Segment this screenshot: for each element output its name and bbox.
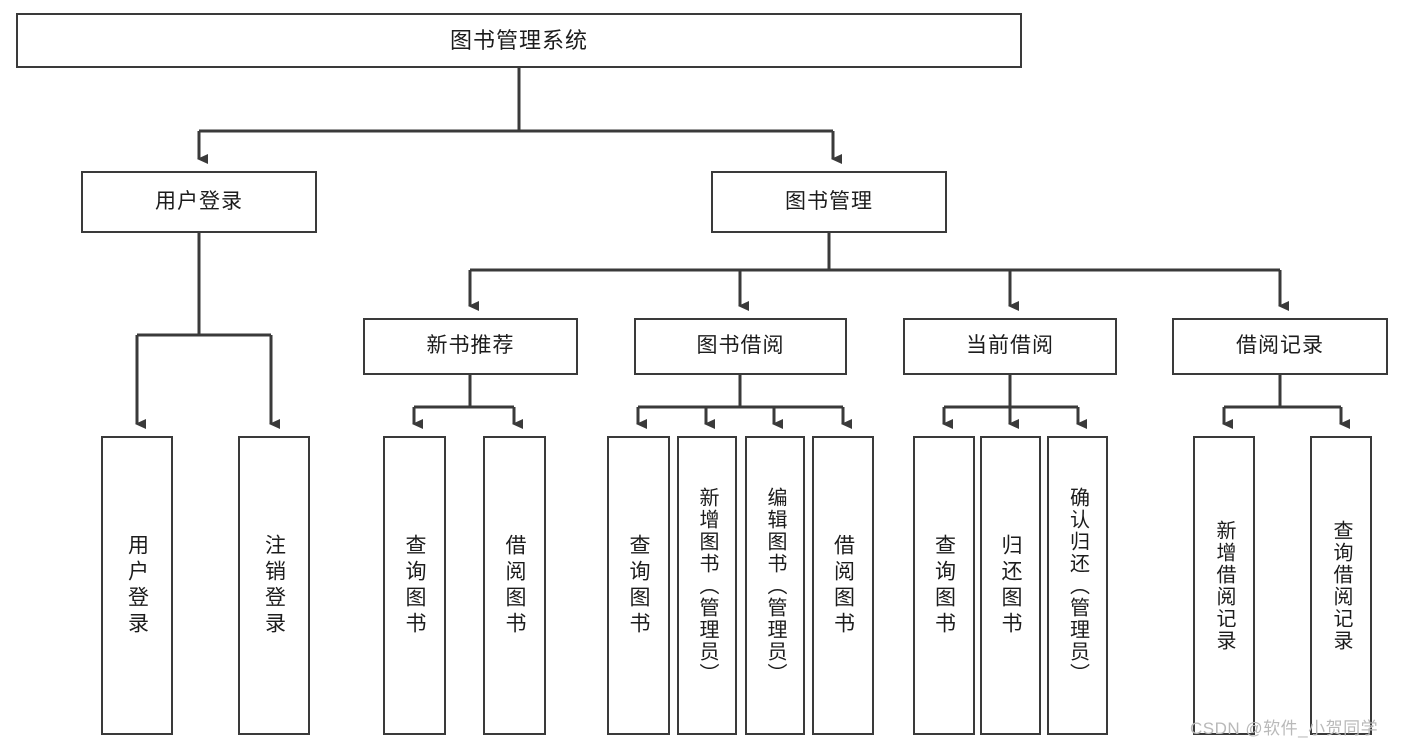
leaf-user-login[interactable]: 用户登录 xyxy=(101,436,173,735)
node-label: 借阅图书 xyxy=(503,533,526,638)
leaf-add-borrow-record[interactable]: 新增借阅记录 xyxy=(1193,436,1255,735)
leaf-query-borrow-record[interactable]: 查询借阅记录 xyxy=(1310,436,1372,735)
node-label: 用户登录 xyxy=(155,189,243,213)
node-label: 注销登录 xyxy=(262,533,286,638)
leaf-return-book[interactable]: 归还图书 xyxy=(980,436,1041,735)
node-user-login[interactable]: 用户登录 xyxy=(81,171,317,233)
leaf-logout-login[interactable]: 注销登录 xyxy=(238,436,310,735)
node-book-borrow[interactable]: 图书借阅 xyxy=(634,318,847,375)
node-label: 编辑图书（管理员） xyxy=(764,486,786,685)
node-label: 查询图书 xyxy=(403,533,426,638)
leaf-confirm-return-admin[interactable]: 确认归还（管理员） xyxy=(1047,436,1108,735)
node-label: 查询图书 xyxy=(932,533,956,638)
node-root-system[interactable]: 图书管理系统 xyxy=(16,13,1022,68)
node-label: 查询图书 xyxy=(627,533,650,638)
leaf-add-book-admin[interactable]: 新增图书（管理员） xyxy=(677,436,737,735)
node-new-book-recommend[interactable]: 新书推荐 xyxy=(363,318,578,375)
node-label: 图书管理系统 xyxy=(449,27,588,53)
node-label: 借阅图书 xyxy=(831,533,855,638)
node-label: 新增借阅记录 xyxy=(1213,519,1235,652)
node-label: 图书借阅 xyxy=(696,334,785,358)
node-label: 借阅记录 xyxy=(1236,334,1324,358)
leaf-edit-book-admin[interactable]: 编辑图书（管理员） xyxy=(745,436,805,735)
leaf-query-book-borrow[interactable]: 查询图书 xyxy=(607,436,670,735)
node-label: 确认归还（管理员） xyxy=(1066,486,1089,685)
leaf-query-book-current[interactable]: 查询图书 xyxy=(913,436,975,735)
node-label: 查询借阅记录 xyxy=(1330,519,1352,652)
watermark-text: CSDN @软件_小贺同学 xyxy=(1190,719,1379,738)
node-current-borrow[interactable]: 当前借阅 xyxy=(903,318,1117,375)
leaf-query-book-recommend[interactable]: 查询图书 xyxy=(383,436,446,735)
node-label: 用户登录 xyxy=(125,533,149,638)
node-label: 新增图书（管理员） xyxy=(696,486,718,685)
leaf-borrow-book[interactable]: 借阅图书 xyxy=(812,436,874,735)
node-book-management[interactable]: 图书管理 xyxy=(711,171,947,233)
leaf-borrow-book-recommend[interactable]: 借阅图书 xyxy=(483,436,546,735)
node-label: 图书管理 xyxy=(785,189,873,213)
node-label: 当前借阅 xyxy=(966,334,1054,358)
node-borrow-record[interactable]: 借阅记录 xyxy=(1172,318,1388,375)
node-label: 归还图书 xyxy=(999,533,1022,638)
node-label: 新书推荐 xyxy=(426,334,515,358)
